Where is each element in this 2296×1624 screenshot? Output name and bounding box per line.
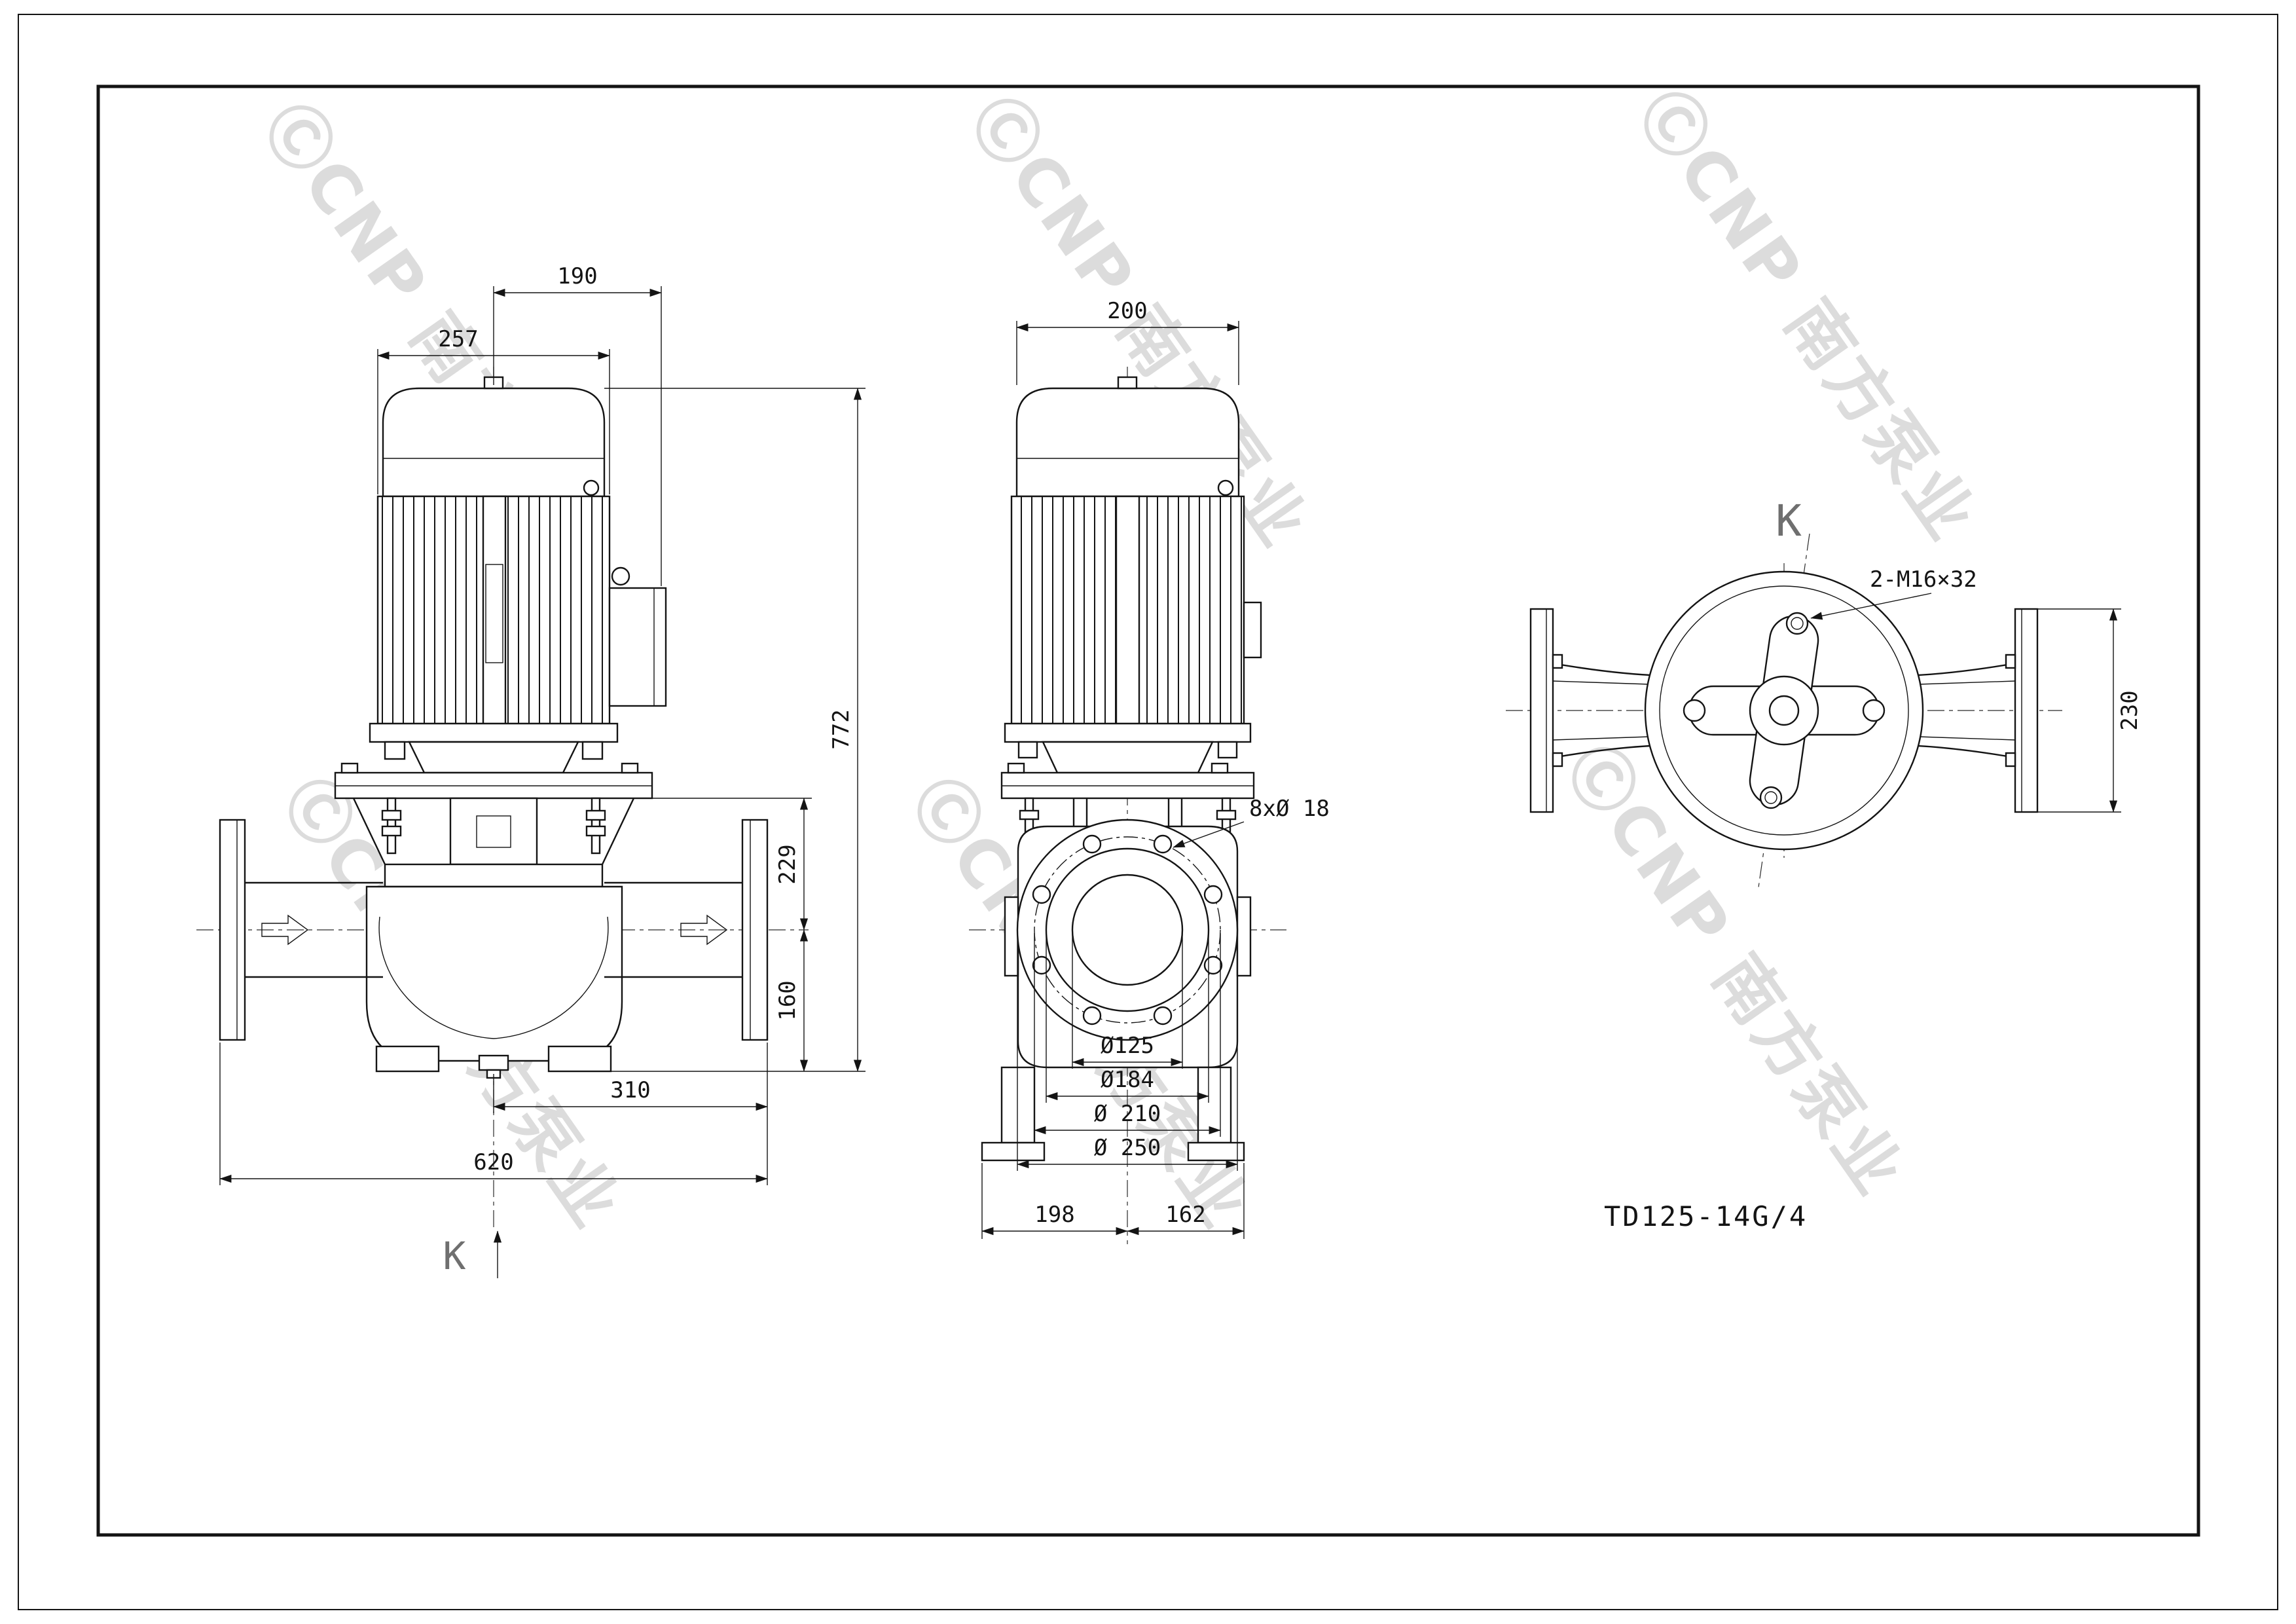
motor-adapter xyxy=(408,741,579,774)
volute xyxy=(365,885,623,1062)
terminal-box-edge xyxy=(1243,601,1262,659)
dim-label: 160 xyxy=(774,980,801,1020)
view-k-title: K xyxy=(1776,496,1802,546)
tapped-hole-m16 xyxy=(1785,612,1809,635)
motor-flange xyxy=(1004,722,1252,743)
support-bracket-front xyxy=(334,762,653,866)
nameplate xyxy=(485,564,503,663)
dim-label: Ø 250 xyxy=(1094,1135,1161,1161)
foot-pad xyxy=(981,1141,1046,1162)
dim-d125: Ø125 xyxy=(1072,933,1183,1069)
view-k-label: K xyxy=(443,1234,466,1278)
drain-plug xyxy=(478,1054,509,1071)
dim-257: 257 xyxy=(377,326,610,494)
dim-229: 229 xyxy=(652,798,812,931)
volute-top xyxy=(1644,570,1924,851)
dim-label: 198 xyxy=(1034,1202,1074,1228)
dim-190: 190 xyxy=(493,263,662,586)
dim-label: 620 xyxy=(473,1149,513,1175)
bolt-hole xyxy=(1153,834,1173,854)
top-view-k: K xyxy=(1506,496,2143,888)
front-view: 190 257 772 229 160 310 xyxy=(196,263,866,1278)
dim-label: 190 xyxy=(557,263,597,289)
bolt-hole xyxy=(1082,1006,1102,1025)
dim-198-162: 198 162 xyxy=(981,1163,1245,1239)
cable-gland xyxy=(611,566,630,586)
sheet-outer-border xyxy=(18,14,2278,1610)
dim-200: 200 xyxy=(1016,298,1239,385)
bore xyxy=(1071,874,1184,986)
flow-arrow-in xyxy=(261,914,309,946)
dim-label: 200 xyxy=(1107,298,1147,324)
dim-d250: Ø 250 xyxy=(1017,933,1238,1171)
callout-tapped-holes: 2-M16×32 xyxy=(1810,566,1977,620)
motor-adapter xyxy=(1042,741,1214,774)
dim-230: 230 xyxy=(2037,608,2143,813)
discharge-flange xyxy=(741,819,769,1041)
dim-label: 257 xyxy=(438,326,478,352)
foot-pad xyxy=(375,1045,440,1073)
bolt-hole xyxy=(1153,1006,1173,1025)
casing-cover xyxy=(384,863,604,888)
dim-label: Ø125 xyxy=(1101,1033,1154,1059)
foot-pad xyxy=(1187,1141,1245,1162)
flow-arrow-out xyxy=(680,914,728,946)
suction-flange xyxy=(219,819,246,1041)
bolt-circle xyxy=(1034,836,1221,1024)
dim-label: 230 xyxy=(2117,690,2143,730)
motor-side xyxy=(1004,376,1262,774)
pump-casing-side xyxy=(981,819,1252,1162)
dim-label: 162 xyxy=(1165,1202,1205,1228)
bolt-hole xyxy=(1082,834,1102,854)
lifting-lug xyxy=(1117,376,1138,390)
dim-label: Ø 210 xyxy=(1094,1101,1161,1127)
dim-d184: Ø184 xyxy=(1046,933,1209,1103)
sheet-inner-border xyxy=(96,84,2200,1537)
dim-160: 160 xyxy=(774,929,809,1072)
motor-flange xyxy=(369,722,619,743)
suction-flange-top xyxy=(1529,608,1554,813)
bolt-hole xyxy=(1203,885,1223,904)
callout-bolt-holes: 8xØ 18 xyxy=(1173,796,1330,848)
side-view: 8xØ 18 200 Ø125 Ø184 Ø 210 xyxy=(969,298,1330,1244)
view-k-indicator: K xyxy=(443,1230,502,1278)
terminal-box xyxy=(608,587,667,707)
model-designation: TD125-14G/4 xyxy=(1604,1200,1808,1232)
callout-label: 8xØ 18 xyxy=(1249,796,1330,822)
bolt-hole xyxy=(1032,885,1051,904)
seal-housing xyxy=(449,797,538,866)
tapped-hole-m16 xyxy=(1759,786,1783,809)
motor-front xyxy=(369,376,667,774)
discharge-flange-top xyxy=(2014,608,2039,813)
support-leg xyxy=(1197,1066,1232,1144)
dim-772: 772 xyxy=(604,388,866,1072)
eyebolt xyxy=(583,479,600,496)
dim-620: 620 xyxy=(219,1043,768,1185)
dim-label: 229 xyxy=(774,844,801,884)
eyebolt xyxy=(1217,479,1234,496)
dim-d210: Ø 210 xyxy=(1034,933,1221,1137)
dim-label: 310 xyxy=(610,1077,650,1103)
dim-label: Ø184 xyxy=(1101,1067,1154,1093)
pump-casing-front xyxy=(219,819,769,1079)
bolt-hole xyxy=(1032,955,1051,975)
support-leg xyxy=(1000,1066,1036,1144)
dim-label: 772 xyxy=(828,709,854,749)
dim-310: 310 xyxy=(493,1043,768,1113)
callout-label: 2-M16×32 xyxy=(1870,566,1977,593)
bolt-hole xyxy=(1203,955,1223,975)
foot-pad xyxy=(547,1045,612,1073)
